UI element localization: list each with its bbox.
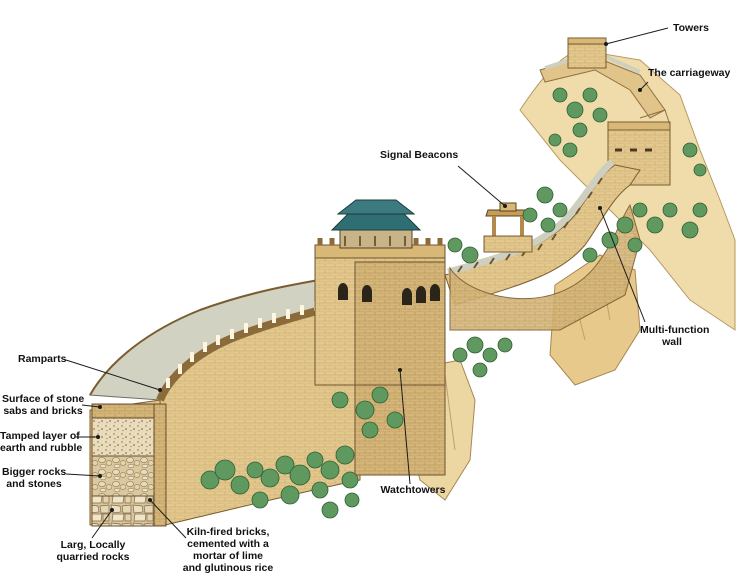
- far-tower: [567, 41, 607, 69]
- label-multi-function-wall: Multi-function wall: [640, 324, 710, 348]
- label-surface-line1: Surface of stone: [2, 393, 85, 405]
- quarried-rock-layer: [91, 495, 155, 527]
- label-kiln-line4: and glutinous rice: [182, 562, 274, 574]
- label-large-rocks-line1: Larg, Locally: [60, 539, 126, 551]
- label-kiln-line1: Kiln-fired bricks,: [186, 526, 270, 538]
- signal-beacon: [483, 202, 533, 253]
- label-large-rocks-line2: quarried rocks: [56, 551, 130, 563]
- label-multi-function-wall-line2: wall: [662, 336, 682, 348]
- label-signal-beacons: Signal Beacons: [380, 149, 459, 161]
- label-dots: [96, 42, 642, 512]
- label-surface: Surface of stone sabs and bricks: [2, 393, 84, 417]
- label-towers: Towers: [673, 22, 709, 34]
- vegetation: [200, 87, 708, 519]
- rock-layer: [91, 455, 155, 497]
- label-surface-line2: sabs and bricks: [3, 405, 83, 417]
- label-ramparts: Ramparts: [18, 353, 67, 365]
- label-bigger-rocks-line1: Bigger rocks: [2, 466, 67, 478]
- label-carriageway: The carriageway: [648, 67, 731, 79]
- label-multi-function-wall-line1: Multi-function: [640, 324, 710, 336]
- main-wall: [89, 277, 362, 527]
- label-large-rocks: Larg, Locally quarried rocks: [48, 539, 138, 563]
- label-bigger-rocks-line2: and stones: [6, 478, 62, 490]
- label-tamped-layer-line1: Tamped layer of: [0, 430, 80, 442]
- winding-wall: [444, 159, 641, 331]
- label-tamped-layer: Tamped layer of earth and rubble: [0, 430, 83, 454]
- label-kiln-line3: mortar of lime: [192, 550, 263, 562]
- label-kiln-fired-bricks: Kiln-fired bricks, cemented with a morta…: [178, 526, 278, 574]
- label-watchtowers: Watchtowers: [380, 484, 446, 496]
- label-kiln-line2: cemented with a: [187, 538, 269, 550]
- tamped-earth-layer: [91, 417, 155, 457]
- label-tamped-layer-line2: earth and rubble: [0, 442, 83, 454]
- leader-lines: [65, 27, 669, 539]
- label-bigger-rocks: Bigger rocks and stones: [2, 466, 66, 490]
